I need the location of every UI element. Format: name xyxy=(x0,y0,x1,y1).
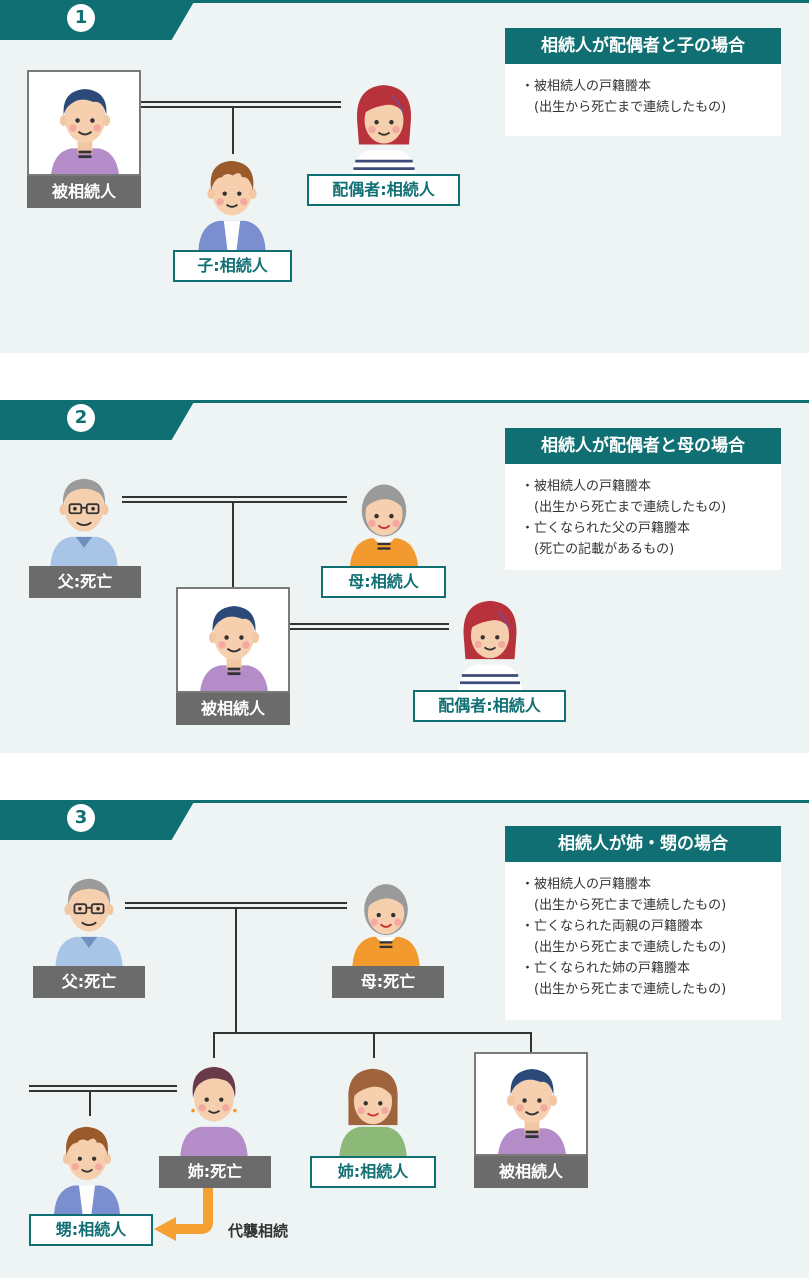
succession-label: 代襲相続 xyxy=(228,1222,289,1240)
case-1-section: 1 相続人が配偶者と子の場合 ・被相続人の戸籍謄本 (出生から死亡まで連続したも… xyxy=(0,0,809,353)
parents-marriage-line xyxy=(125,902,347,909)
required-documents-box: 相続人が配偶者と母の場合 ・被相続人の戸籍謄本 (出生から死亡まで連続したもの)… xyxy=(505,428,781,570)
deceased-label: 被相続人 xyxy=(176,693,290,725)
siblings-line xyxy=(213,1032,531,1034)
parents-child-line xyxy=(235,909,237,1033)
sibling-drop-line xyxy=(530,1032,532,1052)
document-item: ・被相続人の戸籍謄本 xyxy=(521,479,652,494)
father-label: 父:死亡 xyxy=(29,566,141,598)
documents-list: ・被相続人の戸籍謄本 (出生から死亡まで連続したもの) ・亡くなられた両親の戸籍… xyxy=(505,862,781,1012)
parents-child-line xyxy=(232,503,234,587)
case-tab: 1 xyxy=(0,0,195,40)
boy-icon xyxy=(188,150,276,250)
nephew-label: 甥:相続人 xyxy=(29,1214,153,1246)
required-documents-box: 相続人が配偶者と子の場合 ・被相続人の戸籍謄本 (出生から死亡まで連続したもの) xyxy=(505,28,781,136)
section-top-line xyxy=(0,800,809,803)
document-item: (出生から死亡まで連続したもの) xyxy=(521,100,727,115)
documents-title: 相続人が配偶者と母の場合 xyxy=(505,428,781,464)
case-number-badge: 3 xyxy=(67,804,95,832)
document-item: (出生から死亡まで連続したもの) xyxy=(521,500,727,515)
man-icon xyxy=(190,593,278,693)
grandmother-icon xyxy=(342,866,430,966)
case-3-section: 3 相続人が姉・甥の場合 ・被相続人の戸籍謄本 (出生から死亡まで連続したもの)… xyxy=(0,800,809,1278)
sister-heir-label: 姉:相続人 xyxy=(310,1156,436,1188)
case-tab: 2 xyxy=(0,400,195,440)
grandmother-icon xyxy=(340,466,428,568)
document-item: ・亡くなられた父の戸籍謄本 xyxy=(521,521,691,536)
boy-icon xyxy=(43,1116,131,1214)
section-top-line xyxy=(0,0,809,3)
document-item: ・被相続人の戸籍謄本 xyxy=(521,79,652,94)
document-item: ・亡くなられた両親の戸籍謄本 xyxy=(521,919,704,934)
nephew-line xyxy=(89,1092,91,1116)
woman-icon xyxy=(329,1056,417,1156)
case-tab: 3 xyxy=(0,800,195,840)
deceased-label: 被相続人 xyxy=(27,176,141,208)
succession-arrow xyxy=(154,1188,213,1241)
man-icon xyxy=(488,1056,576,1156)
woman-icon xyxy=(340,74,428,176)
case-number-badge: 1 xyxy=(67,4,95,32)
required-documents-box: 相続人が姉・甥の場合 ・被相続人の戸籍謄本 (出生から死亡まで連続したもの) ・… xyxy=(505,826,781,1020)
documents-list: ・被相続人の戸籍謄本 (出生から死亡まで連続したもの) ・亡くなられた父の戸籍謄… xyxy=(505,464,781,572)
case-number-badge: 2 xyxy=(67,404,95,432)
documents-list: ・被相続人の戸籍謄本 (出生から死亡まで連続したもの) xyxy=(505,64,781,130)
deceased-portrait xyxy=(27,70,141,176)
sibling-drop-line xyxy=(213,1032,215,1058)
document-item: ・亡くなられた姉の戸籍謄本 xyxy=(521,961,691,976)
documents-title: 相続人が配偶者と子の場合 xyxy=(505,28,781,64)
deceased-portrait xyxy=(176,587,290,693)
man-icon xyxy=(41,76,129,176)
document-item: (出生から死亡まで連続したもの) xyxy=(521,898,727,913)
mother-label: 母:相続人 xyxy=(321,566,446,598)
document-item: (出生から死亡まで連続したもの) xyxy=(521,940,727,955)
documents-title: 相続人が姉・甥の場合 xyxy=(505,826,781,862)
father-label: 父:死亡 xyxy=(33,966,145,998)
parents-marriage-line xyxy=(122,496,347,503)
mother-label: 母:死亡 xyxy=(332,966,444,998)
grandfather-icon xyxy=(45,866,133,966)
document-item: (出生から死亡まで連続したもの) xyxy=(521,982,727,997)
sibling-drop-line xyxy=(373,1032,375,1058)
deceased-label: 被相続人 xyxy=(474,1156,588,1188)
sister-marriage-line xyxy=(29,1085,177,1092)
grandfather-icon xyxy=(40,466,128,566)
spouse-label: 配偶者:相続人 xyxy=(413,690,566,722)
case-2-section: 2 相続人が配偶者と母の場合 ・被相続人の戸籍謄本 (出生から死亡まで連続したも… xyxy=(0,400,809,753)
document-item: ・被相続人の戸籍謄本 xyxy=(521,877,652,892)
child-label: 子:相続人 xyxy=(173,250,292,282)
woman-icon xyxy=(446,590,534,690)
spouse-label: 配偶者:相続人 xyxy=(307,174,460,206)
deceased-sister-label: 姉:死亡 xyxy=(159,1156,271,1188)
woman-icon xyxy=(170,1056,258,1156)
marriage-line xyxy=(141,101,341,108)
section-top-line xyxy=(0,400,809,403)
marriage-line xyxy=(289,623,449,630)
deceased-portrait xyxy=(474,1052,588,1156)
child-line xyxy=(232,108,234,154)
document-item: (死亡の記載があるもの) xyxy=(521,542,675,557)
